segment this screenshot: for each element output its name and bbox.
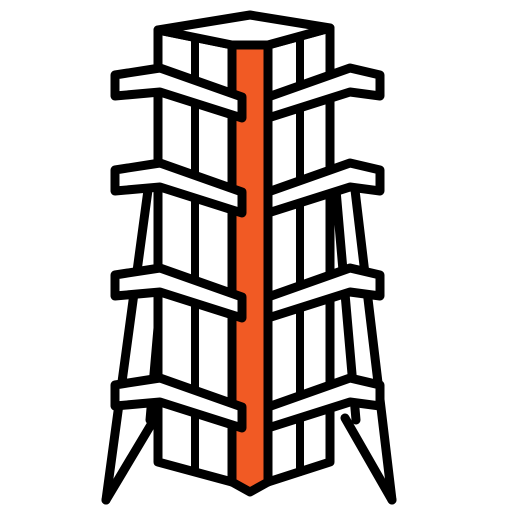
clamp-bars [110, 63, 385, 433]
right-foot-brace [340, 413, 397, 505]
clamp-right-1 [263, 63, 385, 123]
clamp-right-2 [263, 158, 385, 218]
right-outer-strut [350, 185, 397, 505]
column-top-cap [153, 10, 335, 50]
clamp-left-3 [110, 263, 247, 323]
left-outer-strut [101, 185, 153, 505]
clamp-left-4 [110, 373, 247, 433]
left-foot-brace [101, 413, 160, 505]
clamp-right-3 [263, 263, 385, 323]
clamp-left-2 [110, 158, 247, 218]
clamp-right-4 [263, 373, 385, 433]
clamp-left-1 [110, 63, 247, 123]
